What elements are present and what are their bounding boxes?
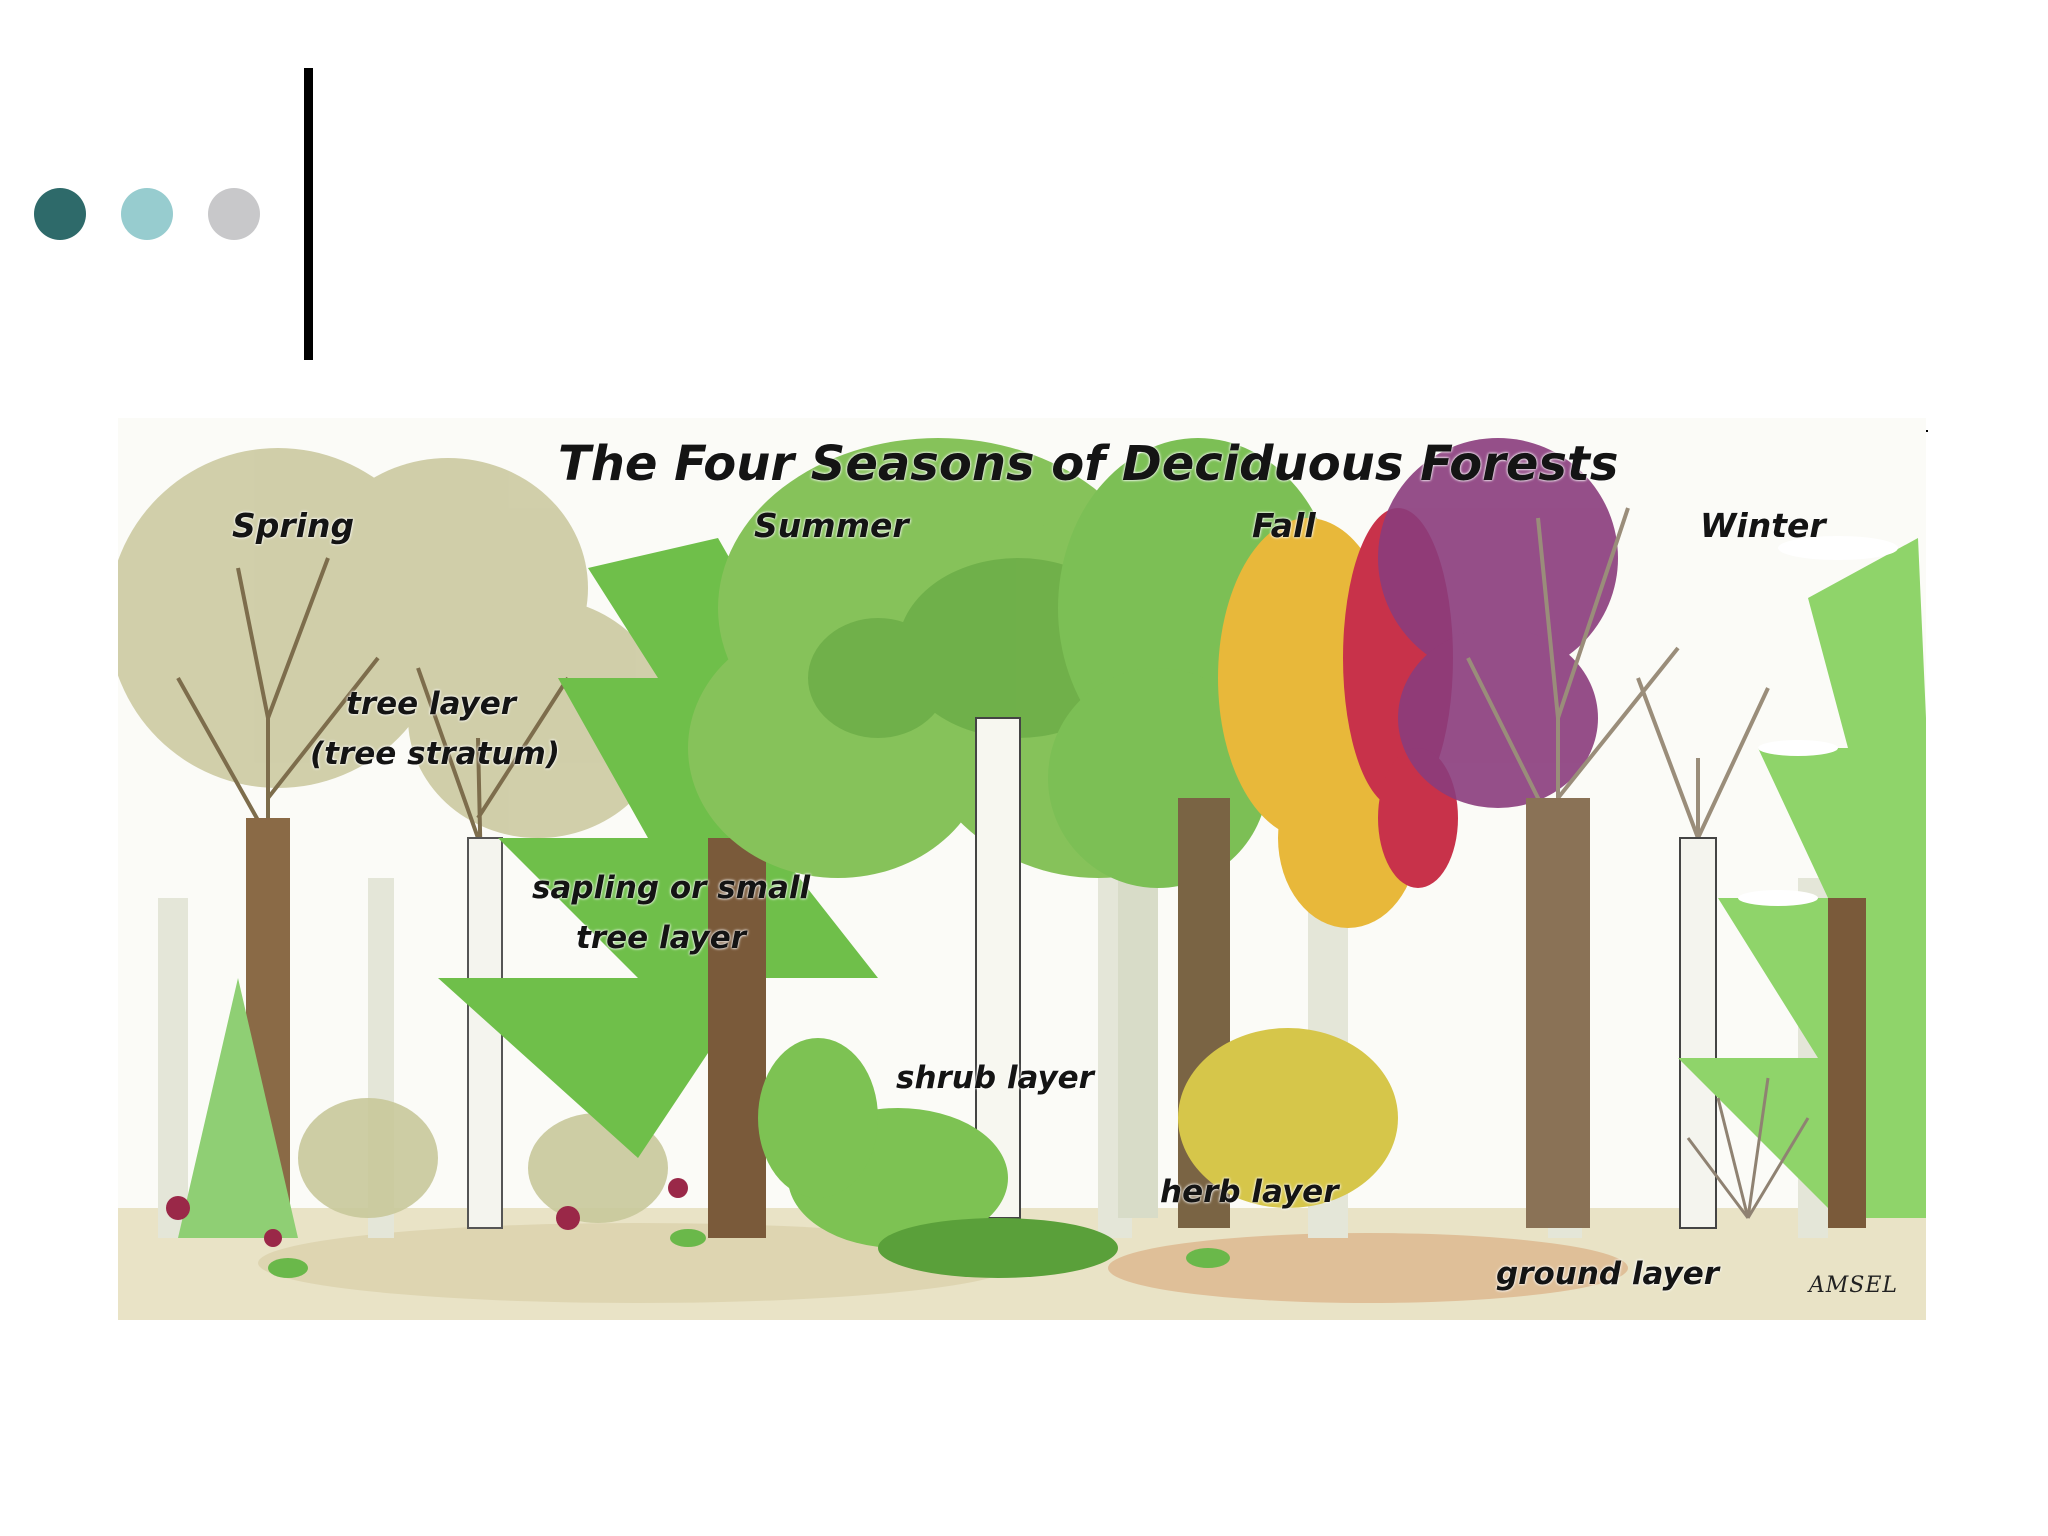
season-label-summer: Summer: [754, 506, 909, 545]
artist-signature: AMSEL: [1808, 1273, 1898, 1298]
winter-birch-trunk: [1679, 837, 1717, 1229]
winter-pine-trunk: [1828, 898, 1866, 1228]
winter-bare-shrub: [1686, 1077, 1810, 1219]
label-sapling: sapling or small: [532, 870, 811, 906]
label-tree-layer: tree layer: [346, 686, 517, 722]
label-ground-layer: ground layer: [1496, 1256, 1720, 1292]
summer-ferns: [878, 1218, 1118, 1278]
winter-snow: [1738, 536, 1898, 906]
fall-yellow-shrub: [1178, 1028, 1398, 1208]
deciduous-forest-illustration: The Four Seasons of Deciduous Forests Sp…: [118, 418, 1926, 1320]
label-shrub-layer: shrub layer: [896, 1060, 1094, 1096]
summer-pine: [438, 538, 878, 1158]
bullet-dot-light: [121, 188, 173, 240]
label-small-tree-layer: tree layer: [576, 920, 747, 956]
summer-trunk-2: [1118, 838, 1158, 1218]
ground-litter-fall: [1108, 1233, 1628, 1303]
winter-oak-trunk: [1526, 798, 1590, 1228]
fall-purple-foliage: [1378, 438, 1618, 808]
season-label-winter: Winter: [1700, 506, 1826, 545]
season-label-fall: Fall: [1252, 506, 1316, 545]
spring-canopy: [118, 448, 668, 838]
trillium-flowers: [166, 1178, 688, 1247]
title-divider-bar: [304, 68, 313, 360]
summer-shrubs: [758, 1038, 1008, 1248]
season-label-spring: Spring: [232, 506, 355, 545]
spring-small-conifer: [178, 978, 298, 1238]
summer-pine-trunk: [708, 838, 766, 1238]
label-tree-stratum: (tree stratum): [310, 736, 560, 772]
bullet-dot-gray: [208, 188, 260, 240]
spring-birch-trunk: [467, 837, 503, 1229]
bullet-dot-dark: [34, 188, 86, 240]
figure-title: The Four Seasons of Deciduous Forests: [558, 436, 1619, 492]
forest-drawing: [118, 438, 1926, 1320]
herb-leaves: [268, 1229, 1230, 1278]
label-herb-layer: herb layer: [1160, 1174, 1339, 1210]
ground-litter: [258, 1223, 1018, 1303]
